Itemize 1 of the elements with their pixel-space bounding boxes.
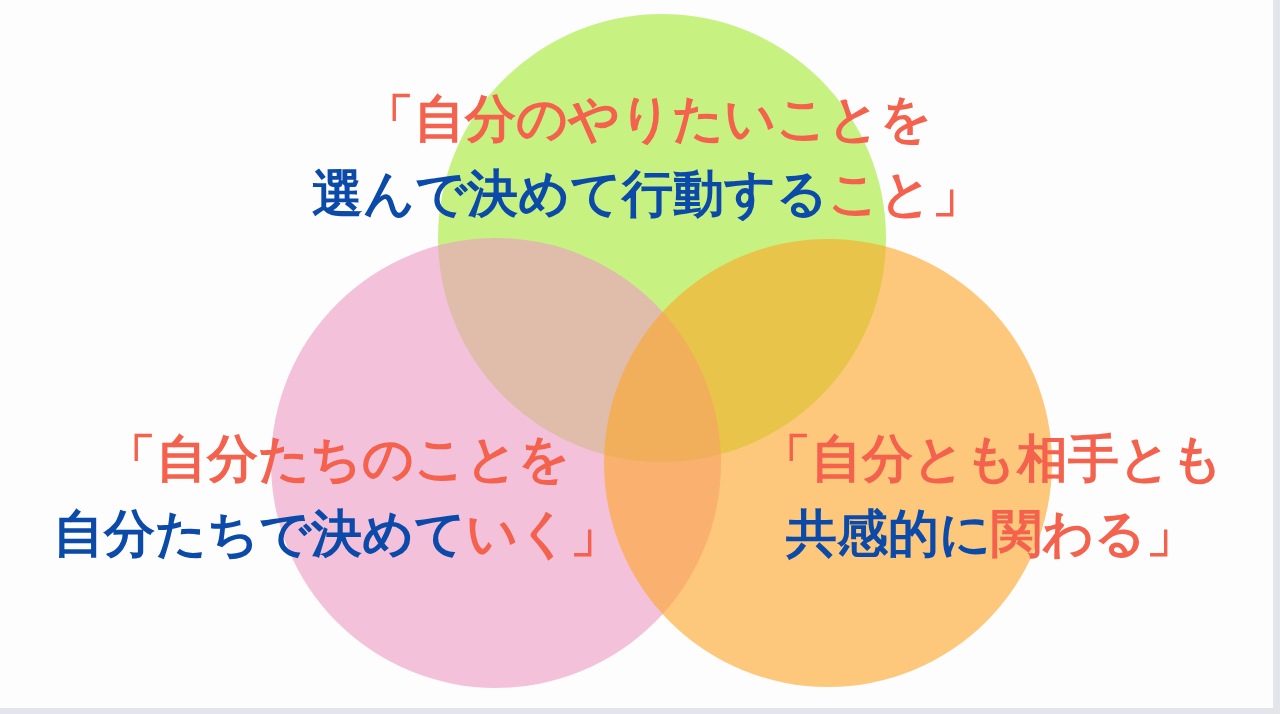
venn-text: 「自分たちのことを自分たちで決めていく」 (53, 428, 621, 565)
